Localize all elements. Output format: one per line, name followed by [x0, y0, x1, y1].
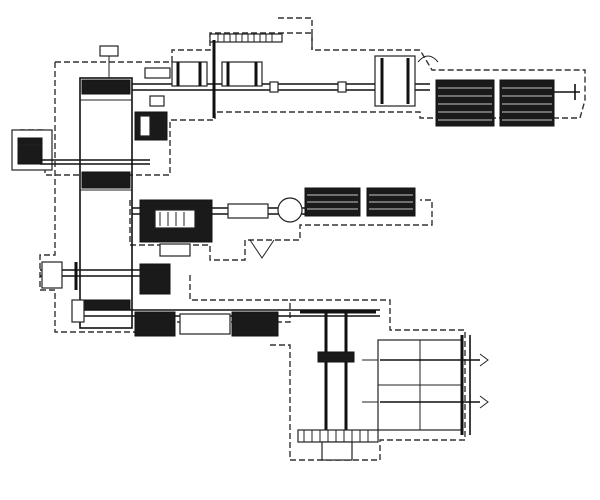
top-mid-marker-2	[337, 81, 347, 93]
gantry-base-ticks	[303, 430, 369, 442]
rack-left-feed	[362, 359, 378, 403]
mid-coupler	[227, 203, 269, 219]
top-gantry-ticks	[217, 34, 273, 42]
low-left-machine	[139, 263, 171, 295]
mid-small-unit	[159, 243, 191, 257]
top-gantry-rail	[209, 33, 283, 43]
upper-left-machine-inner	[139, 115, 151, 137]
middle-branch-boundary	[129, 199, 433, 261]
top-right-box	[278, 17, 313, 50]
top-left-infeed	[144, 67, 171, 79]
top-mid-marker	[269, 81, 279, 93]
main-boundary	[20, 32, 586, 176]
top-right-arc	[417, 55, 439, 63]
rack-arrow-top	[479, 353, 489, 367]
top-small-box	[149, 95, 165, 107]
top-stack-1-lines	[438, 87, 492, 121]
top-stack-2-lines	[502, 87, 552, 121]
spine-top-cap	[99, 45, 119, 57]
gantry-base	[297, 429, 379, 443]
gantry-foot	[321, 441, 353, 461]
left-machine-core	[17, 137, 43, 165]
top-stack-1	[435, 79, 495, 127]
low-left-box	[41, 261, 63, 289]
mid-machine-window	[154, 209, 196, 229]
main-boundary-left	[39, 62, 466, 461]
mid-stack-1-lines	[307, 194, 358, 210]
mid-diverter	[249, 239, 275, 259]
lower-branch-boundary	[189, 275, 290, 301]
bottom-machine-1	[134, 311, 176, 337]
vertical-spine	[79, 77, 133, 329]
bottom-small-box	[71, 299, 85, 323]
rack-arrow-bottom	[479, 395, 489, 409]
spine-mid-block	[81, 171, 131, 189]
spine-top-block	[81, 79, 131, 95]
bottom-machine-2	[179, 313, 231, 335]
mid-stack-2-lines	[369, 194, 413, 210]
spine-low-block	[81, 299, 131, 311]
mid-turntable	[277, 197, 303, 223]
top-stack-2	[499, 79, 555, 127]
bottom-machine-3	[231, 311, 279, 337]
gantry-carriage	[317, 351, 355, 363]
mid-machine-detail	[159, 212, 185, 226]
